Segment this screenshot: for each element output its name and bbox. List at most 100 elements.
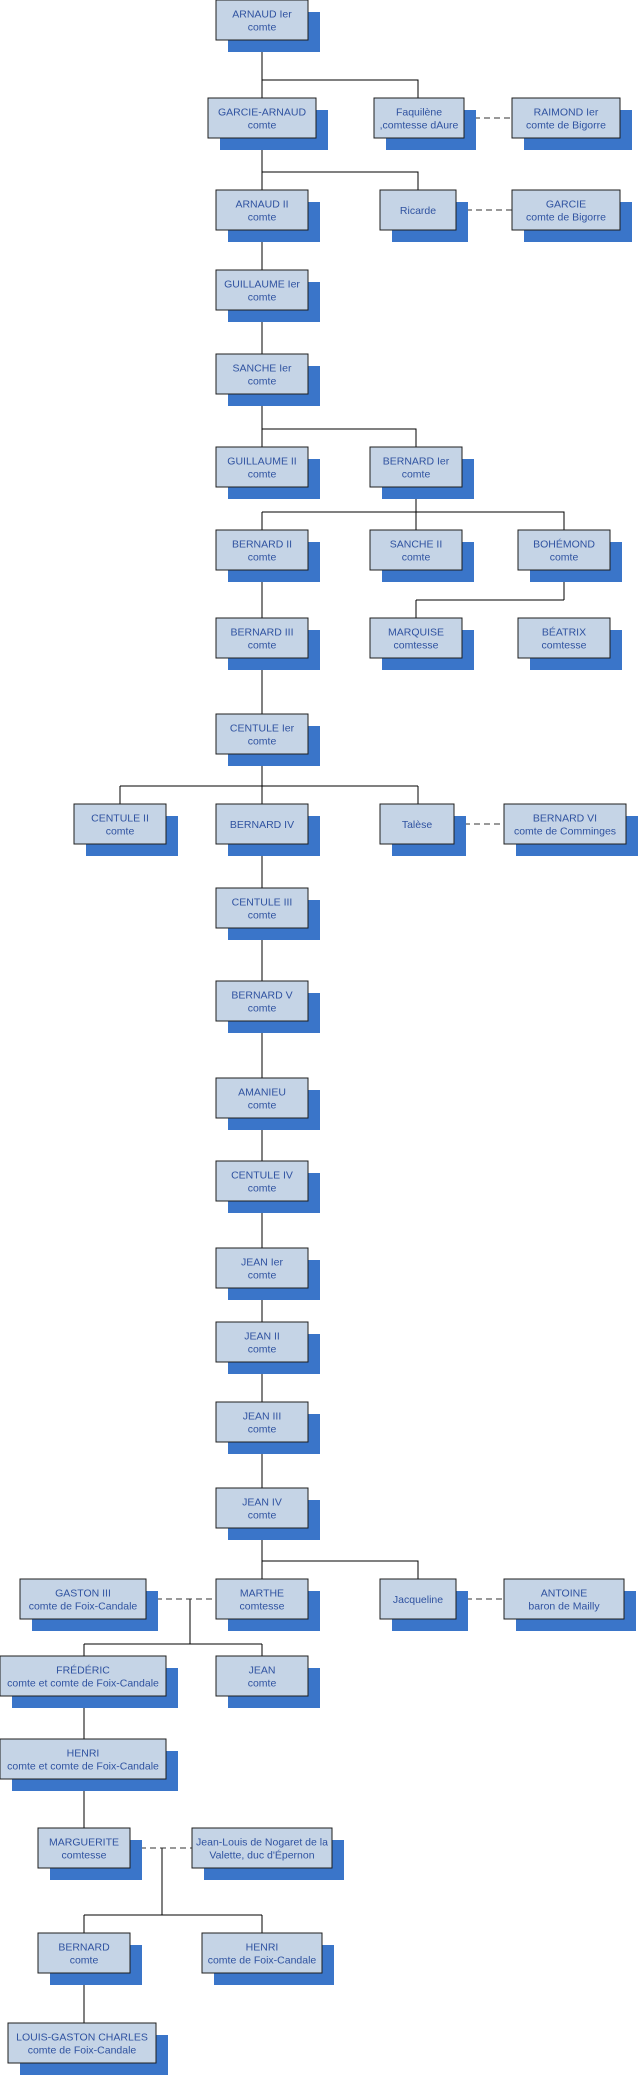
person-title: comte [248,1344,277,1356]
box-frame [517,617,611,659]
person-title: comtesse [62,1850,107,1862]
connector-lines [83,40,565,2023]
person-name: JEAN IV [242,1497,282,1509]
person-title: comte [248,22,277,34]
box-frame [215,1487,309,1529]
person-name: BERNARD III [230,627,293,639]
person-name: BERNARD IV [230,819,294,831]
person-title: comte [248,292,277,304]
person-title: comte [248,1003,277,1015]
box-frame [215,446,309,488]
person-title: comte [248,910,277,922]
box-frame [369,446,463,488]
person-title: Valette, duc d'Épernon [209,1849,314,1862]
person-title: comte [248,1424,277,1436]
person-name: ARNAUD Ier [232,9,292,21]
person-title: comte [248,640,277,652]
box-frame [191,1827,333,1869]
box-frame [0,1655,167,1697]
person-title: comte de Foix-Candale [29,1601,138,1613]
person-name: Faquilène [396,107,442,119]
child-link-line [262,171,419,190]
box-frame [215,189,309,231]
person-title: ,comtesse dAure [380,120,459,132]
box-frame [379,803,455,845]
person-title: comte [248,1678,277,1690]
person-title: comte [248,1510,277,1522]
person-title: comte [248,1100,277,1112]
person-name: CENTULE II [91,813,149,825]
person-box-faquilene: Faquilène,comtesse dAure [373,97,476,150]
person-title: comte [550,552,579,564]
person-box-talese: Talèse [379,803,466,856]
person-name: Jean-Louis de Nogaret de la [196,1837,328,1849]
person-title: comte de Bigorre [526,212,606,224]
box-frame [215,1247,309,1289]
box-frame [215,1077,309,1119]
person-name: Talèse [402,819,433,831]
person-title: comtesse [394,640,439,652]
child-link-line [262,511,565,530]
person-title: comtesse [542,640,587,652]
box-frame [37,1932,131,1974]
person-box-bernard4: BERNARD IV [215,803,320,856]
box-frame [379,189,457,231]
box-frame [73,803,167,845]
person-name: BÉATRIX [542,626,586,639]
person-title: comte [106,826,135,838]
person-title: comte [248,736,277,748]
box-frame [215,1321,309,1363]
person-title: comte et comte de Foix-Candale [7,1761,159,1773]
box-frame [369,617,463,659]
person-name: GASTON III [55,1588,111,1600]
person-title: comte [248,469,277,481]
box-frame [215,353,309,395]
person-title: comte et comte de Foix-Candale [7,1678,159,1690]
person-name: Jacqueline [393,1594,443,1606]
box-frame [215,269,309,311]
box-frame [379,1578,457,1620]
box-frame [215,1655,309,1697]
box-frame [0,1738,167,1780]
child-link-line [262,79,419,98]
person-name: BERNARD II [232,539,292,551]
person-title: comte [248,1270,277,1282]
child-link-line [262,428,417,447]
box-frame [215,529,309,571]
person-title: comtesse [240,1601,285,1613]
person-name: BERNARD Ier [383,456,450,468]
person-name: MARQUISE [388,627,444,639]
person-name: FRÉDÉRIC [56,1664,110,1677]
person-name: GUILLAUME Ier [224,279,300,291]
box-frame [373,97,465,139]
person-title: comte de Foix-Candale [208,1955,317,1967]
person-title: comte [248,552,277,564]
person-name: JEAN II [244,1331,280,1343]
box-frame [215,1578,309,1620]
